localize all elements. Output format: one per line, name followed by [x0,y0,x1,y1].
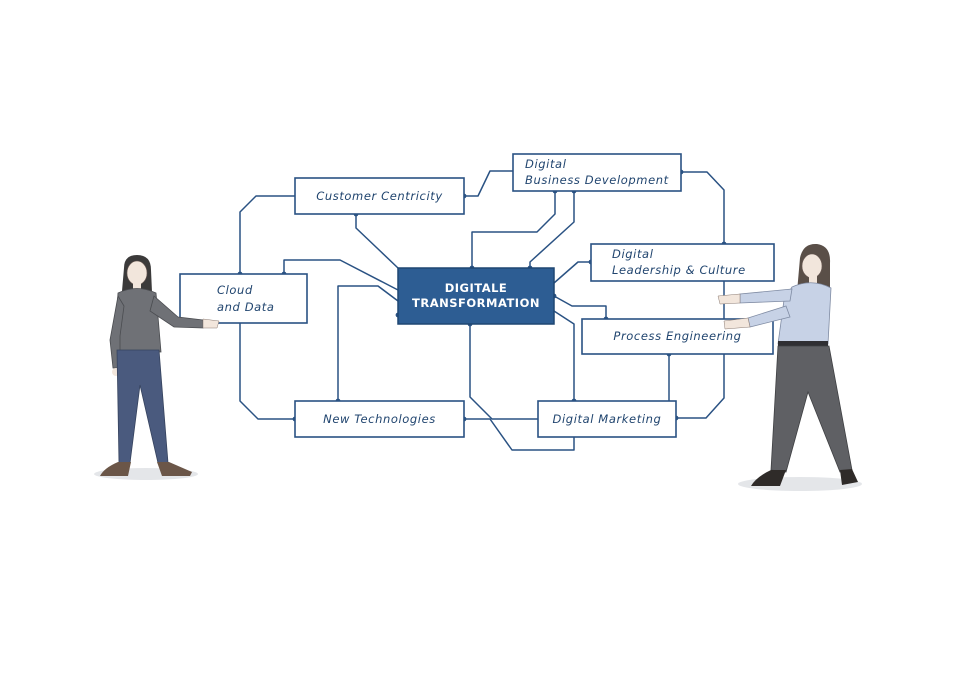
presenter-left-illustration [94,255,220,480]
node-business-development: Digital Business Development [512,153,682,192]
node-label-line1: Digital [612,247,654,261]
node-label: New Technologies [323,412,436,426]
node-label-line2: Leadership & Culture [612,263,746,277]
hub-label-line2: TRANSFORMATION [412,296,540,310]
node-cloud-data: Cloud and Data [179,273,308,324]
hub-digitale-transformation: DIGITALE TRANSFORMATION [397,267,555,325]
hub-label-line1: DIGITALE [445,281,508,295]
node-leadership-culture: Digital Leadership & Culture [590,243,775,282]
node-new-technologies: New Technologies [294,400,465,438]
node-digital-marketing: Digital Marketing [537,400,677,438]
connection-lines [239,170,725,451]
node-label-line1: Cloud [217,283,253,297]
node-customer-centricity: Customer Centricity [294,177,465,215]
presenter-right-illustration [717,243,862,491]
node-label-line1: Digital [525,157,567,171]
node-label: Customer Centricity [316,189,443,203]
node-label-line2: and Data [217,300,275,314]
node-label-line2: Business Development [525,173,669,187]
node-label: Digital Marketing [553,412,662,426]
node-label: Process Engineering [613,329,741,343]
